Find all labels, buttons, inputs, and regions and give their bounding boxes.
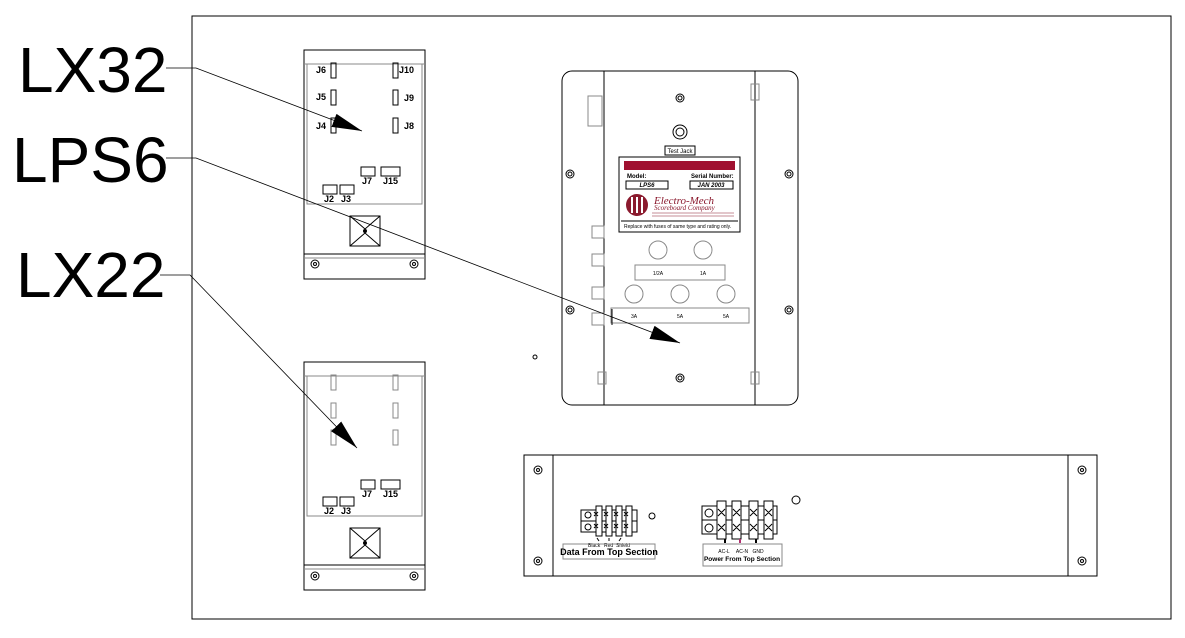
connector-label: J10 <box>399 65 414 75</box>
bottom-terminal-panel: Black Red Shield Data From Top Section A… <box>523 454 1098 577</box>
wire-label: AC-N <box>736 549 749 555</box>
company-name: Electro-Mech <box>653 195 715 207</box>
model-value: LPS6 <box>639 183 655 189</box>
callout-lx22: LX22 <box>16 239 165 311</box>
leader-arrow-lps6 <box>166 157 681 344</box>
lx22-board: J7 J15 J2 J3 <box>303 361 426 591</box>
connector-label: J6 <box>316 65 326 75</box>
data-caption: Data From Top Section <box>560 547 658 557</box>
data-terminal-strip: Black Red Shield Data From Top Section <box>560 505 658 560</box>
lps6-power-supply: Test Jack Model: Serial Number: LPS6 JAN… <box>561 70 799 406</box>
leader-arrow-lx22 <box>160 274 358 449</box>
fuse-rating: 1/2A <box>653 271 664 277</box>
callout-lps6: LPS6 <box>12 124 169 196</box>
connector-label: J15 <box>383 176 398 186</box>
serial-label: Serial Number: <box>691 174 734 180</box>
model-label: Model: <box>627 174 646 180</box>
wire-label: AC-L <box>718 549 730 555</box>
wire-label: Red <box>604 543 613 549</box>
wire-label: Shield <box>616 543 630 549</box>
fuse-rating: 5A <box>677 314 684 320</box>
callout-lx32: LX32 <box>18 34 167 106</box>
connector-label: J2 <box>324 506 334 516</box>
connector-label: J4 <box>316 121 326 131</box>
connector-label: J9 <box>404 93 414 103</box>
connector-label: J3 <box>341 506 351 516</box>
fuse-rating: 1A <box>700 271 707 277</box>
wire-label: GND <box>752 549 764 555</box>
power-terminal-strip: AC-L AC-N GND Power From Top Section <box>701 500 783 567</box>
serial-value: JAN 2003 <box>697 183 725 189</box>
enclosure-outline <box>191 15 1172 620</box>
connector-label: J15 <box>383 489 398 499</box>
power-caption: Power From Top Section <box>704 556 780 563</box>
leader-arrow-lx32 <box>166 67 363 132</box>
connector-label: J3 <box>341 194 351 204</box>
connector-label: J8 <box>404 121 414 131</box>
test-jack-label: Test Jack <box>667 149 693 155</box>
test-jack-icon <box>672 124 688 140</box>
connector-label: J5 <box>316 92 326 102</box>
company-tagline: Scoreboard Company <box>654 204 716 212</box>
label-band <box>624 161 735 170</box>
connector-label: J2 <box>324 194 334 204</box>
connector-label: J7 <box>362 489 372 499</box>
lx32-board: J6 J5 J4 J10 J9 J8 J7 J15 J2 J3 <box>303 49 426 280</box>
wire-label: Black <box>588 543 601 549</box>
connector-label: J7 <box>362 176 372 186</box>
fuse-note: Replace with fuses of same type and rati… <box>624 224 731 230</box>
fuse-rating: 5A <box>723 314 730 320</box>
fuse-rating: 3A <box>631 314 638 320</box>
